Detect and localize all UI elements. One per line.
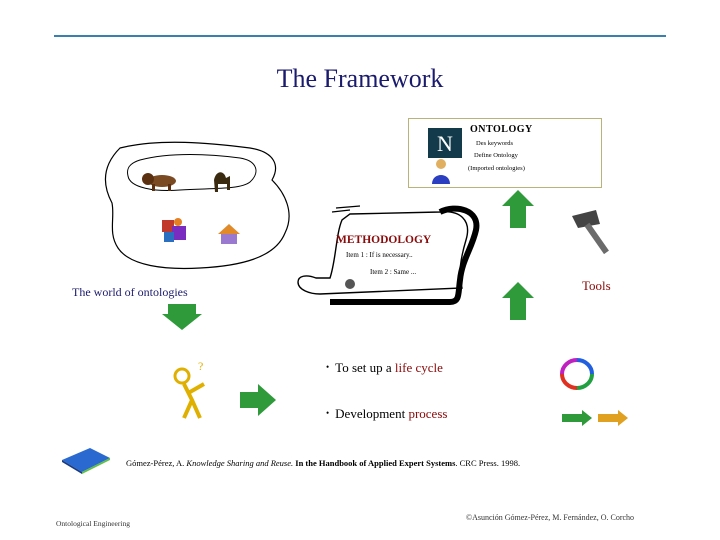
book-icon: [62, 448, 110, 474]
svg-text:N: N: [437, 131, 453, 156]
footer-left: Ontological Engineering: [56, 519, 130, 528]
reference: Gómez-Pérez, A. Knowledge Sharing and Re…: [126, 458, 520, 468]
ontology-line-3: (Imported ontologies): [468, 165, 525, 172]
bullet-text: To set up a: [335, 360, 392, 375]
camel-icon: [214, 172, 230, 192]
tools-label: Tools: [582, 278, 611, 293]
footer-right: ©Asunción Gómez-Pérez, M. Fernández, O. …: [466, 513, 635, 522]
methodology-item-1: Item 1 : If is necessary..: [346, 251, 413, 259]
netscape-icon: N: [428, 128, 462, 158]
methodology-heading: METHODOLOGY: [336, 234, 432, 246]
scroll-icon: [297, 205, 480, 305]
reference-book: In the Handbook of Applied Expert System…: [295, 458, 456, 468]
person-icon: [432, 159, 450, 184]
reference-authors: Gómez-Pérez, A.: [126, 458, 185, 468]
hammer-icon: [572, 210, 609, 255]
world-label: The world of ontologies: [72, 285, 188, 299]
bullet-life-cycle: •To set up a life cycle: [326, 360, 443, 375]
up-arrow-icon: [502, 190, 534, 228]
reference-work: Knowledge Sharing and Reuse.: [186, 458, 294, 468]
process-arrows-icon: [562, 410, 628, 426]
world-cloud: [104, 141, 290, 270]
right-arrow-icon: [240, 384, 276, 416]
top-rule: [54, 35, 666, 37]
ontology-heading: ONTOLOGY: [470, 124, 533, 135]
thinking-person-icon: ?: [173, 359, 205, 419]
methodology-item-2: Item 2 : Same ...: [370, 268, 417, 276]
slide-title: The Framework: [276, 64, 444, 93]
cycle-icon: [560, 358, 594, 390]
chemistry-icon: [162, 218, 186, 242]
bullet-accent: life cycle: [394, 360, 443, 375]
down-arrow-icon: [162, 304, 202, 330]
reference-tail: . CRC Press. 1998.: [455, 458, 521, 468]
bullet-accent: process: [408, 406, 448, 421]
lion-icon: [142, 173, 176, 191]
ontology-line-1: Des keywords: [476, 140, 514, 147]
bullet-development-process: •Development process: [326, 406, 448, 421]
up-arrow-icon: [502, 282, 534, 320]
svg-text:?: ?: [198, 359, 203, 373]
house-icon: [218, 224, 240, 244]
ontology-line-2: Define Ontology: [474, 152, 518, 159]
bullet-text: Development: [335, 406, 406, 421]
